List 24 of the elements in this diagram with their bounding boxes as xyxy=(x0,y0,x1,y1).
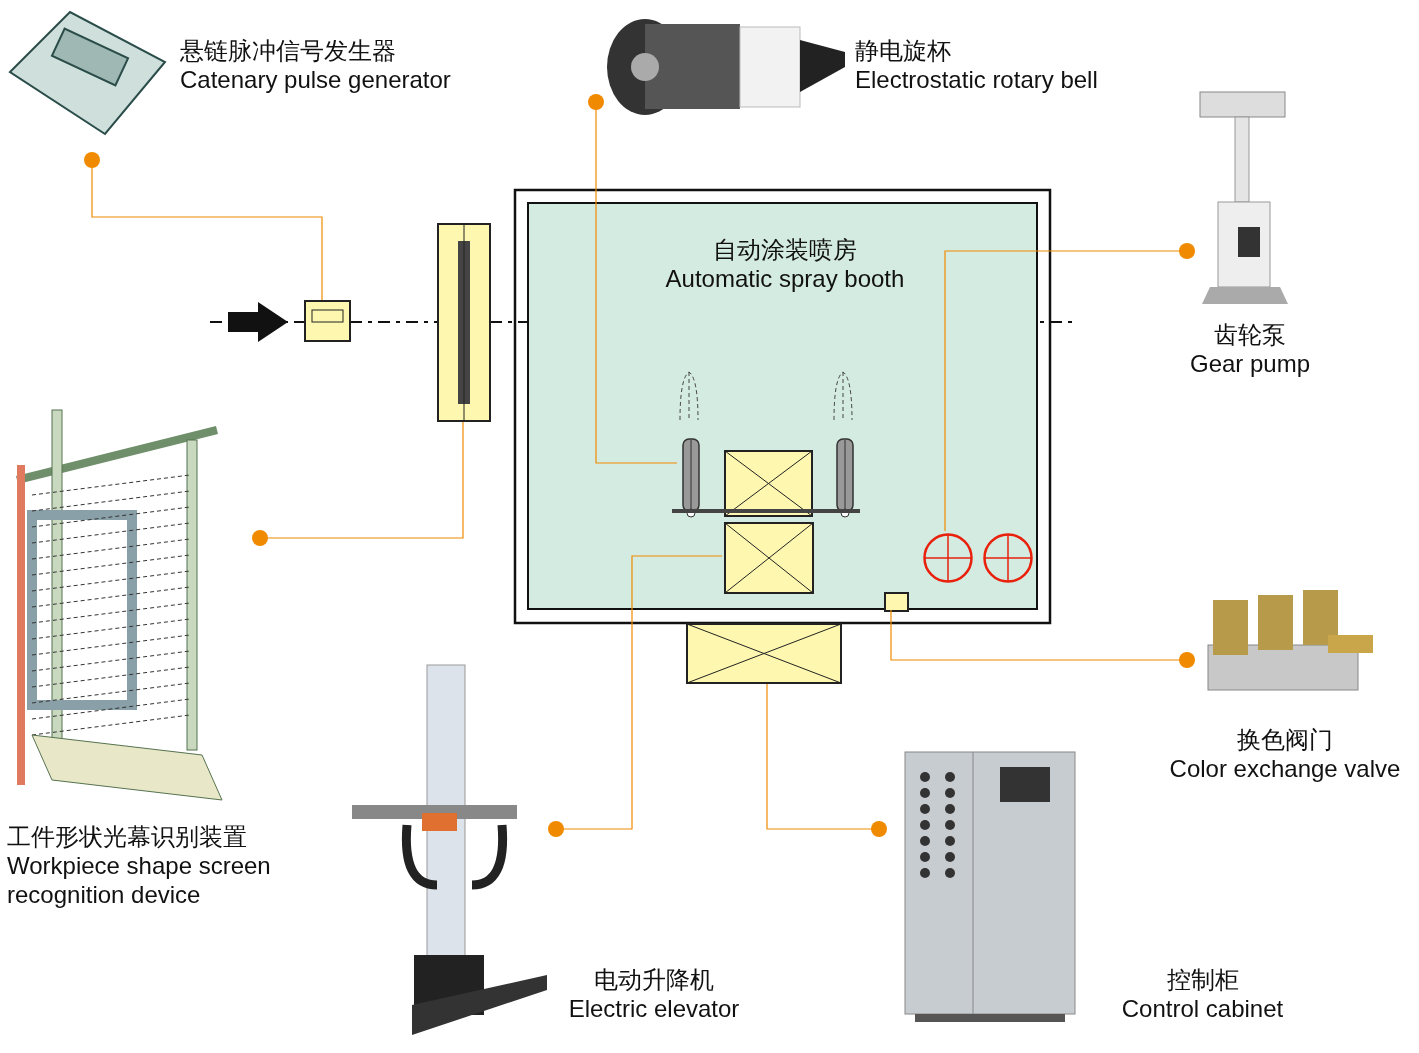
label-text: 换色阀门 xyxy=(1236,725,1334,754)
leader-line xyxy=(890,609,1195,668)
leader-line xyxy=(252,421,464,546)
leader-line xyxy=(84,152,323,301)
leader-line xyxy=(766,683,887,837)
label-text: Automatic spray booth xyxy=(664,264,906,293)
spray-booth xyxy=(527,202,1038,610)
label-text: 自动涂装喷房 xyxy=(712,235,858,264)
label-text: Electrostatic rotary bell xyxy=(855,65,1099,94)
label-text: 静电旋杯 xyxy=(855,36,952,65)
leader-line xyxy=(548,555,723,837)
label-text: 电动升降机 xyxy=(593,965,715,994)
label-text: Catenary pulse generator xyxy=(180,65,452,94)
label-text: 工件形状光幕识别装置 xyxy=(7,822,248,851)
label-text: 控制柜 xyxy=(1165,965,1240,994)
leader-line xyxy=(588,94,678,464)
label-text: Color exchange valve xyxy=(1168,754,1402,783)
label-text: Workpiece shape screen recognition device xyxy=(7,851,272,909)
label-text: Control cabinet xyxy=(1120,994,1285,1023)
leader-line xyxy=(944,243,1195,532)
label-text: Electric elevator xyxy=(567,994,741,1023)
label-text: 悬链脉冲信号发生器 xyxy=(180,36,397,65)
label-text: Gear pump xyxy=(1188,349,1312,378)
label-text: 齿轮泵 xyxy=(1213,320,1287,349)
